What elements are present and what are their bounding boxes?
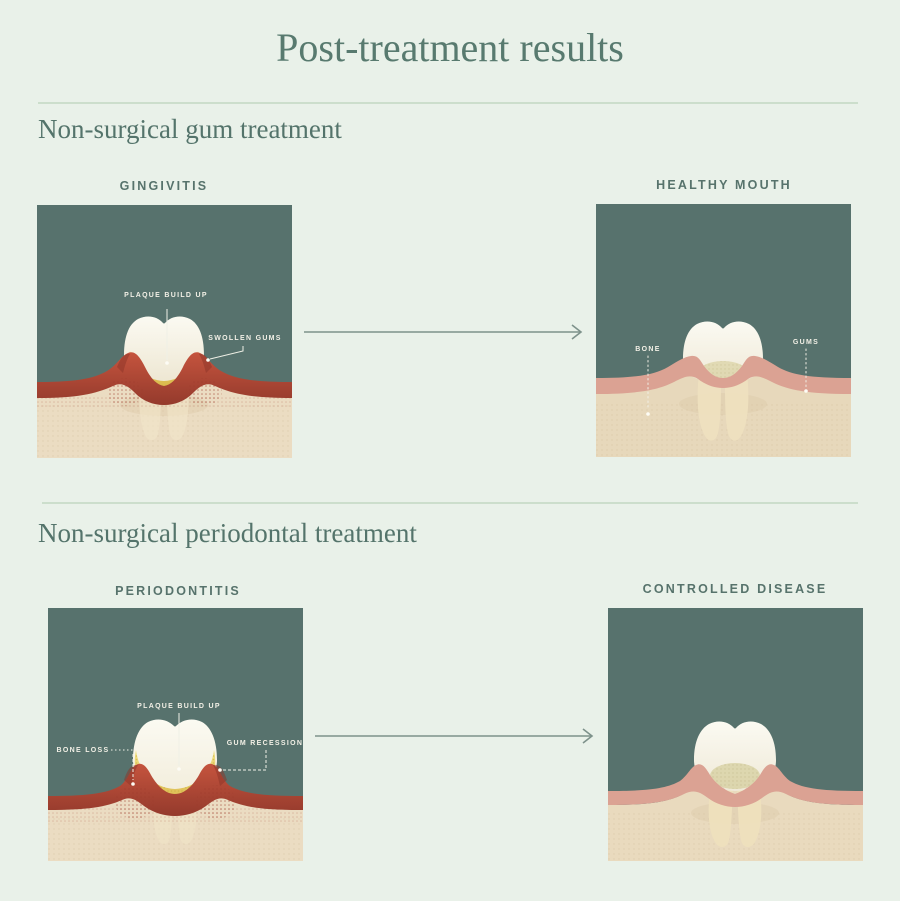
receded-gums-graphic bbox=[608, 764, 863, 807]
gum-notch-graphic bbox=[722, 786, 748, 801]
label-gums: GUMS bbox=[792, 339, 820, 346]
label-connectors bbox=[647, 348, 807, 411]
section-divider bbox=[42, 502, 858, 504]
arrow-right-icon bbox=[315, 728, 594, 744]
healthy-mouth-illustration bbox=[596, 204, 851, 457]
label-swollen-gums: SWOLLEN GUMS bbox=[208, 335, 282, 342]
label-plaque-build-up: PLAQUE BUILD UP bbox=[137, 703, 221, 710]
gingivitis-illustration bbox=[37, 205, 292, 458]
panel-caption-gingivitis: GINGIVITIS bbox=[119, 179, 209, 193]
bone-graphic bbox=[37, 369, 292, 458]
gum-recession-pointer-dot bbox=[218, 768, 222, 772]
section-divider bbox=[38, 102, 858, 104]
bone-pointer-dot bbox=[646, 412, 650, 416]
section-heading-gum-treatment: Non-surgical gum treatment bbox=[38, 114, 342, 144]
panel-gingivitis: PLAQUE BUILD UP SWOLLEN GUMS bbox=[37, 205, 292, 458]
plaque-pointer-dot bbox=[165, 361, 169, 365]
inflamed-gums-graphic bbox=[48, 763, 303, 822]
label-plaque-build-up: PLAQUE BUILD UP bbox=[124, 292, 208, 299]
arrow-right-icon bbox=[304, 324, 583, 340]
label-bone-loss: BONE LOSS bbox=[56, 747, 110, 754]
panel-controlled-disease bbox=[608, 608, 863, 861]
controlled-disease-illustration bbox=[608, 608, 863, 861]
periodontitis-illustration bbox=[48, 608, 303, 861]
panel-healthy-mouth: BONE GUMS bbox=[596, 204, 851, 457]
bone-graphic bbox=[608, 778, 863, 861]
inflamed-gums-graphic bbox=[37, 352, 292, 409]
panel-periodontitis: PLAQUE BUILD UP BONE LOSS GUM RECESSION bbox=[48, 608, 303, 861]
panel-caption-periodontitis: PERIODONTITIS bbox=[115, 584, 241, 598]
label-gum-recession: GUM RECESSION bbox=[226, 740, 304, 747]
gums-pointer-dot bbox=[804, 389, 808, 393]
bone-graphic bbox=[596, 367, 851, 457]
label-bone: BONE bbox=[635, 346, 661, 353]
healthy-gums-graphic bbox=[596, 355, 851, 394]
bone-loss-pointer-dot bbox=[131, 782, 135, 786]
swollen-gums-pointer-dot bbox=[206, 358, 210, 362]
label-connectors bbox=[111, 713, 267, 780]
page-title: Post-treatment results bbox=[276, 25, 624, 70]
section-heading-periodontal-treatment: Non-surgical periodontal treatment bbox=[38, 518, 417, 548]
plaque-pointer-dot bbox=[177, 767, 181, 771]
panel-caption-controlled-disease: CONTROLLED DISEASE bbox=[642, 582, 828, 596]
panel-caption-healthy-mouth: HEALTHY MOUTH bbox=[656, 178, 792, 192]
label-connectors bbox=[166, 309, 244, 360]
